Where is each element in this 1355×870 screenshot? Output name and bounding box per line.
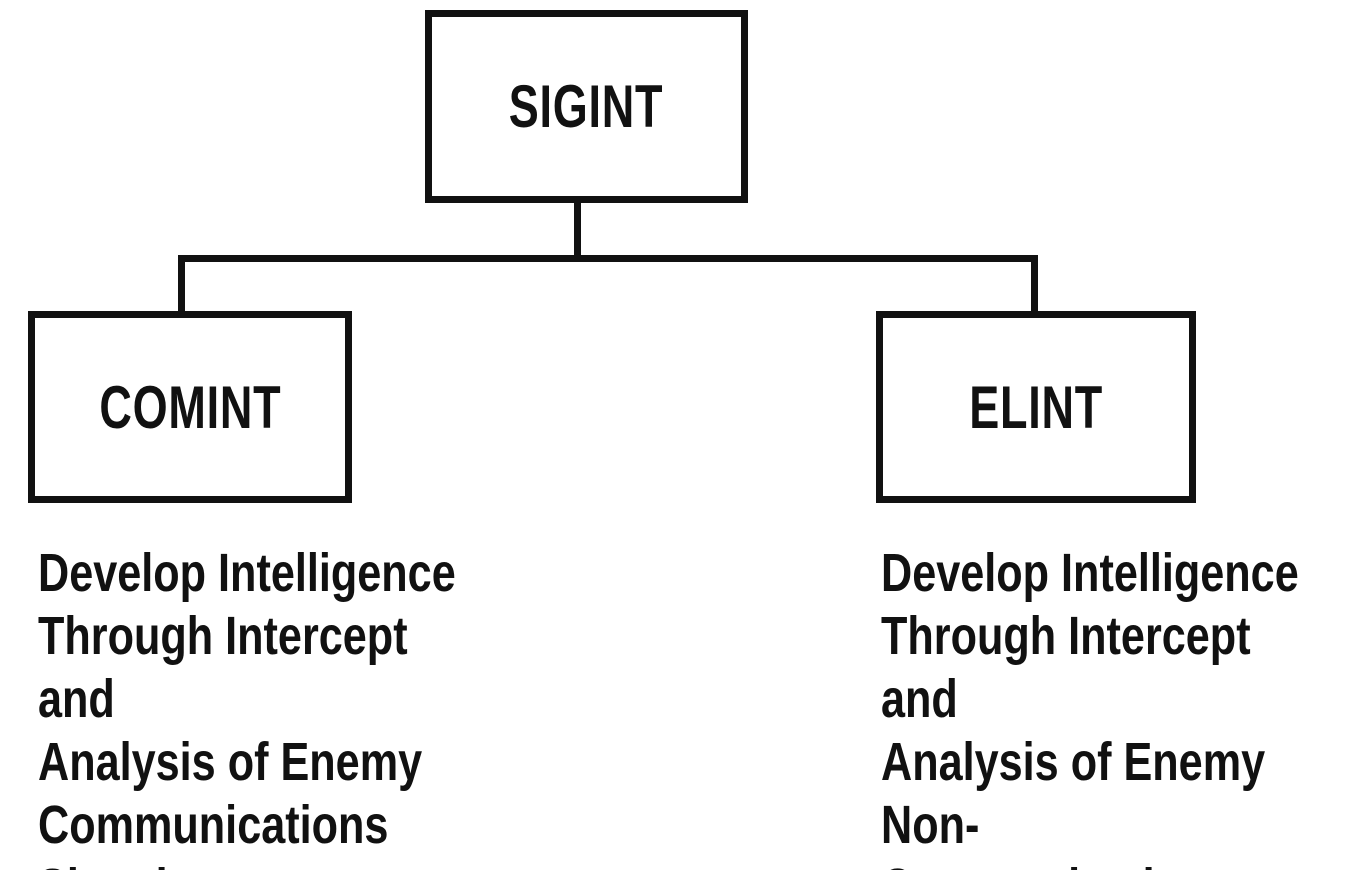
connector-left-drop <box>178 255 185 315</box>
connector-horizontal-rail <box>178 255 1038 262</box>
description-comint: Develop Intelligence Through Intercept a… <box>38 543 456 870</box>
description-elint: Develop Intelligence Through Intercept a… <box>881 543 1299 870</box>
connector-root-stem <box>574 200 581 262</box>
node-box-elint: ELINT <box>876 311 1196 503</box>
node-box-sigint: SIGINT <box>425 10 748 203</box>
node-label-sigint: SIGINT <box>509 73 664 140</box>
node-box-comint: COMINT <box>28 311 352 503</box>
node-label-elint: ELINT <box>969 373 1103 441</box>
connector-right-drop <box>1031 255 1038 315</box>
node-label-comint: COMINT <box>99 373 281 441</box>
